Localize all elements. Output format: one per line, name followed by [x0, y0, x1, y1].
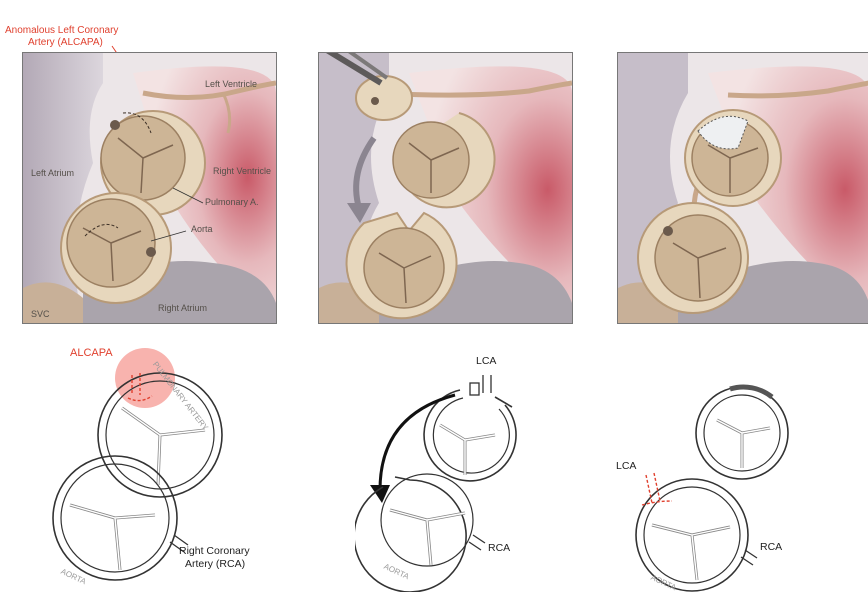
label-pulmonary: Pulmonary A.: [205, 197, 259, 207]
schematic-1: ALCAPA PULMONARY ARTERY Right Coronary A…: [40, 340, 290, 592]
label-lca: LCA: [616, 460, 636, 472]
label-rca: RCA: [488, 542, 510, 554]
illustration-panel-1: Left Ventricle Left Atrium Right Ventric…: [22, 52, 277, 324]
label-lca: LCA: [476, 355, 496, 367]
label-rca: RCA: [760, 541, 782, 553]
label-right-atrium: Right Atrium: [158, 303, 207, 313]
label-left-atrium: Left Atrium: [31, 168, 74, 178]
illustration-panel-3: [617, 52, 868, 324]
schematic-2: LCA RCA AORTA: [355, 345, 555, 592]
alcapa-callout-line2: Artery (ALCAPA): [28, 37, 103, 48]
illustration-panel-2: [318, 52, 573, 324]
label-left-ventricle: Left Ventricle: [205, 79, 257, 89]
label-alcapa: ALCAPA: [70, 347, 113, 359]
label-aorta: Aorta: [191, 224, 213, 234]
schematic-3: LCA RCA AORTA: [612, 375, 832, 592]
alcapa-callout-line1: Anomalous Left Coronary: [5, 25, 118, 36]
label-rca-line1: Right Coronary: [179, 545, 250, 557]
label-right-ventricle: Right Ventricle: [213, 166, 271, 176]
label-rca-line2: Artery (RCA): [185, 558, 245, 570]
label-svc: SVC: [31, 309, 50, 319]
